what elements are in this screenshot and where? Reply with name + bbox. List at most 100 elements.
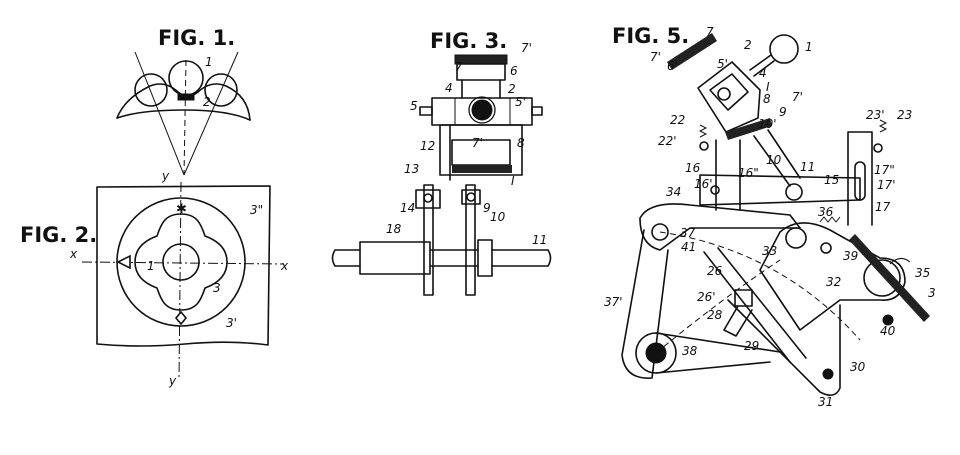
fig3-ref-label: 2	[508, 82, 516, 96]
fig5-spring-36	[819, 216, 841, 223]
fig1-ball-left	[134, 73, 168, 107]
fig5-ref-label: 34	[666, 185, 681, 199]
fig5-lever-15	[699, 174, 861, 206]
fig5-title: FIG. 5.	[612, 24, 689, 48]
fig2-outer-ring	[116, 197, 246, 327]
fig1-ref-label: 2	[203, 95, 211, 109]
fig3-ref-label: I	[511, 174, 515, 188]
fig5-ref-label: 2	[744, 38, 752, 52]
fig5-pin-30	[822, 368, 834, 380]
fig3-rod-10	[465, 184, 476, 296]
fig3-shaft	[331, 249, 361, 267]
fig5-ref-label: 11	[800, 160, 815, 174]
fig1-ball-right	[204, 73, 238, 107]
fig5-member-28	[734, 289, 753, 307]
fig3-bolt-13	[423, 193, 433, 203]
fig5-ref-label: 38	[682, 344, 698, 358]
fig5-ref-label: 8	[763, 92, 771, 106]
fig3-ref-label: 8	[517, 136, 525, 150]
fig5-ref-label: 1	[805, 40, 813, 54]
fig5-ref-label: 5'	[717, 57, 728, 71]
fig5-ref-label: 7'	[650, 50, 661, 64]
fig1-labels: 12	[203, 55, 213, 109]
fig2-diamond-marker	[174, 310, 188, 326]
fig5-ref-label: 29	[744, 339, 759, 353]
fig5-ref-label: 28	[707, 308, 723, 322]
fig5-link-10	[753, 129, 801, 187]
fig1-ball-center	[168, 60, 204, 96]
fig3-neck	[461, 79, 501, 99]
fig5-ref-label: 10'	[758, 117, 777, 131]
fig2-cross-cam	[134, 213, 228, 311]
fig5-ref-label: 7'	[792, 90, 803, 104]
fig2-ref-label: 3'	[226, 316, 237, 330]
fig3-ref-label: 7'	[472, 136, 483, 150]
fig3-ref-label: 9	[483, 201, 491, 215]
fig2-triangle-marker	[116, 254, 131, 270]
figure-1: FIG. 1. 12	[116, 26, 251, 176]
fig5-arrow	[889, 258, 911, 265]
fig3-ref-label: 14	[400, 201, 415, 215]
fig3-ref-label: 5	[410, 99, 418, 113]
fig5-ref-label: 17'	[877, 178, 896, 192]
fig3-ref-label: 11	[532, 233, 547, 247]
fig3-collar	[477, 239, 493, 277]
fig3-ref-label: 12	[420, 139, 435, 153]
fig5-ref-label: 22	[670, 113, 685, 127]
fig5-ref-label: 30	[850, 360, 866, 374]
fig5-ref-label: 17"	[874, 163, 895, 177]
fig5-ref-label: 23	[897, 108, 912, 122]
fig3-ref-label: 13	[404, 162, 419, 176]
fig2-axis-x	[81, 261, 284, 265]
fig5-ref-label: 16"	[738, 166, 759, 180]
fig3-top-cover	[454, 54, 508, 65]
fig5-ref-label: 37'	[604, 295, 623, 309]
fig1-ref-label: 1	[205, 55, 213, 69]
fig2-ref-label: 3"	[250, 203, 263, 217]
fig2-title: FIG. 2.	[20, 223, 97, 247]
fig5-ref-label: 9	[779, 105, 787, 119]
fig5-ref-label: 6'	[667, 59, 678, 73]
fig3-ref-label: 5'	[515, 95, 526, 109]
fig5-link-37prime	[621, 229, 669, 379]
fig2-ref-label: 3	[213, 281, 221, 295]
fig3-sleeve-18	[359, 241, 431, 275]
fig3-pin-left	[419, 106, 433, 116]
fig5-pivot-37	[651, 223, 669, 241]
fig5-ref-label: I	[766, 80, 770, 94]
fig5-ref-label: 7	[706, 25, 714, 39]
fig5-ref-label: 15	[824, 173, 839, 187]
fig5-pivot-39	[820, 242, 832, 254]
fig2-ref-label: y	[168, 374, 177, 388]
fig5-spring-23-coil	[878, 119, 888, 133]
fig5-ref-label: 37	[680, 226, 696, 240]
fig5-ref-label: 4	[759, 66, 767, 80]
fig5-stem-2	[749, 54, 775, 77]
fig5-ref-label: 33	[762, 244, 777, 258]
fig5-pivot-33	[785, 227, 807, 249]
fig3-ref-label: 18	[386, 222, 402, 236]
fig5-ref-label: 23'	[866, 108, 885, 122]
fig1-sight-line-left	[134, 51, 185, 176]
fig2-axis-y	[178, 181, 182, 381]
fig3-ref-label: 4	[445, 81, 453, 95]
fig2-ref-label: y	[161, 169, 170, 183]
fig5-ref-label: 26'	[697, 290, 716, 304]
fig2-center-hub	[162, 243, 200, 281]
fig2-asterisk-marker: ✱	[176, 202, 187, 217]
fig5-spring-22	[699, 141, 709, 151]
fig3-pin-right	[531, 106, 543, 116]
fig3-ball-socket-rim	[468, 96, 496, 124]
figure-5: FIG. 5.	[604, 24, 936, 409]
fig5-spring-22-coil	[698, 124, 708, 138]
fig3-bolt-9	[466, 192, 476, 202]
fig5-ref-label: 31	[818, 395, 833, 409]
fig5-ref-label: 36	[818, 205, 834, 219]
fig1-title: FIG. 1.	[158, 26, 235, 50]
fig2-plate-outline	[96, 185, 271, 347]
fig3-ref-label: 7	[455, 60, 463, 74]
